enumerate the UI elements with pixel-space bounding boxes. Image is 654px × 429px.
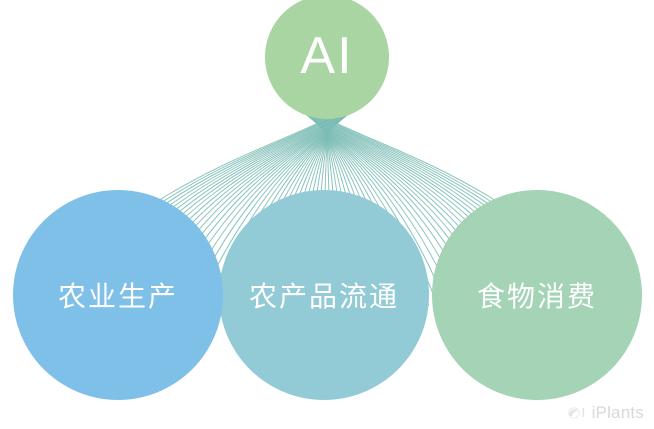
node-circle-circulation[interactable]: 农产品流通 <box>219 190 429 400</box>
leaf-logo-icon <box>567 407 584 419</box>
watermark: iPlants <box>566 403 644 423</box>
node-label-production: 农业生产 <box>57 281 178 312</box>
hub-label: AI <box>300 27 354 85</box>
watermark-text: iPlants <box>591 403 644 422</box>
node-circle-consumption[interactable]: 食物消费 <box>432 190 642 400</box>
node-circle-production[interactable]: 农业生产 <box>13 190 223 400</box>
node-label-consumption: 食物消费 <box>476 281 597 312</box>
node-label-circulation: 农产品流通 <box>248 281 399 312</box>
hub-circle-ai[interactable]: AI <box>265 0 389 119</box>
